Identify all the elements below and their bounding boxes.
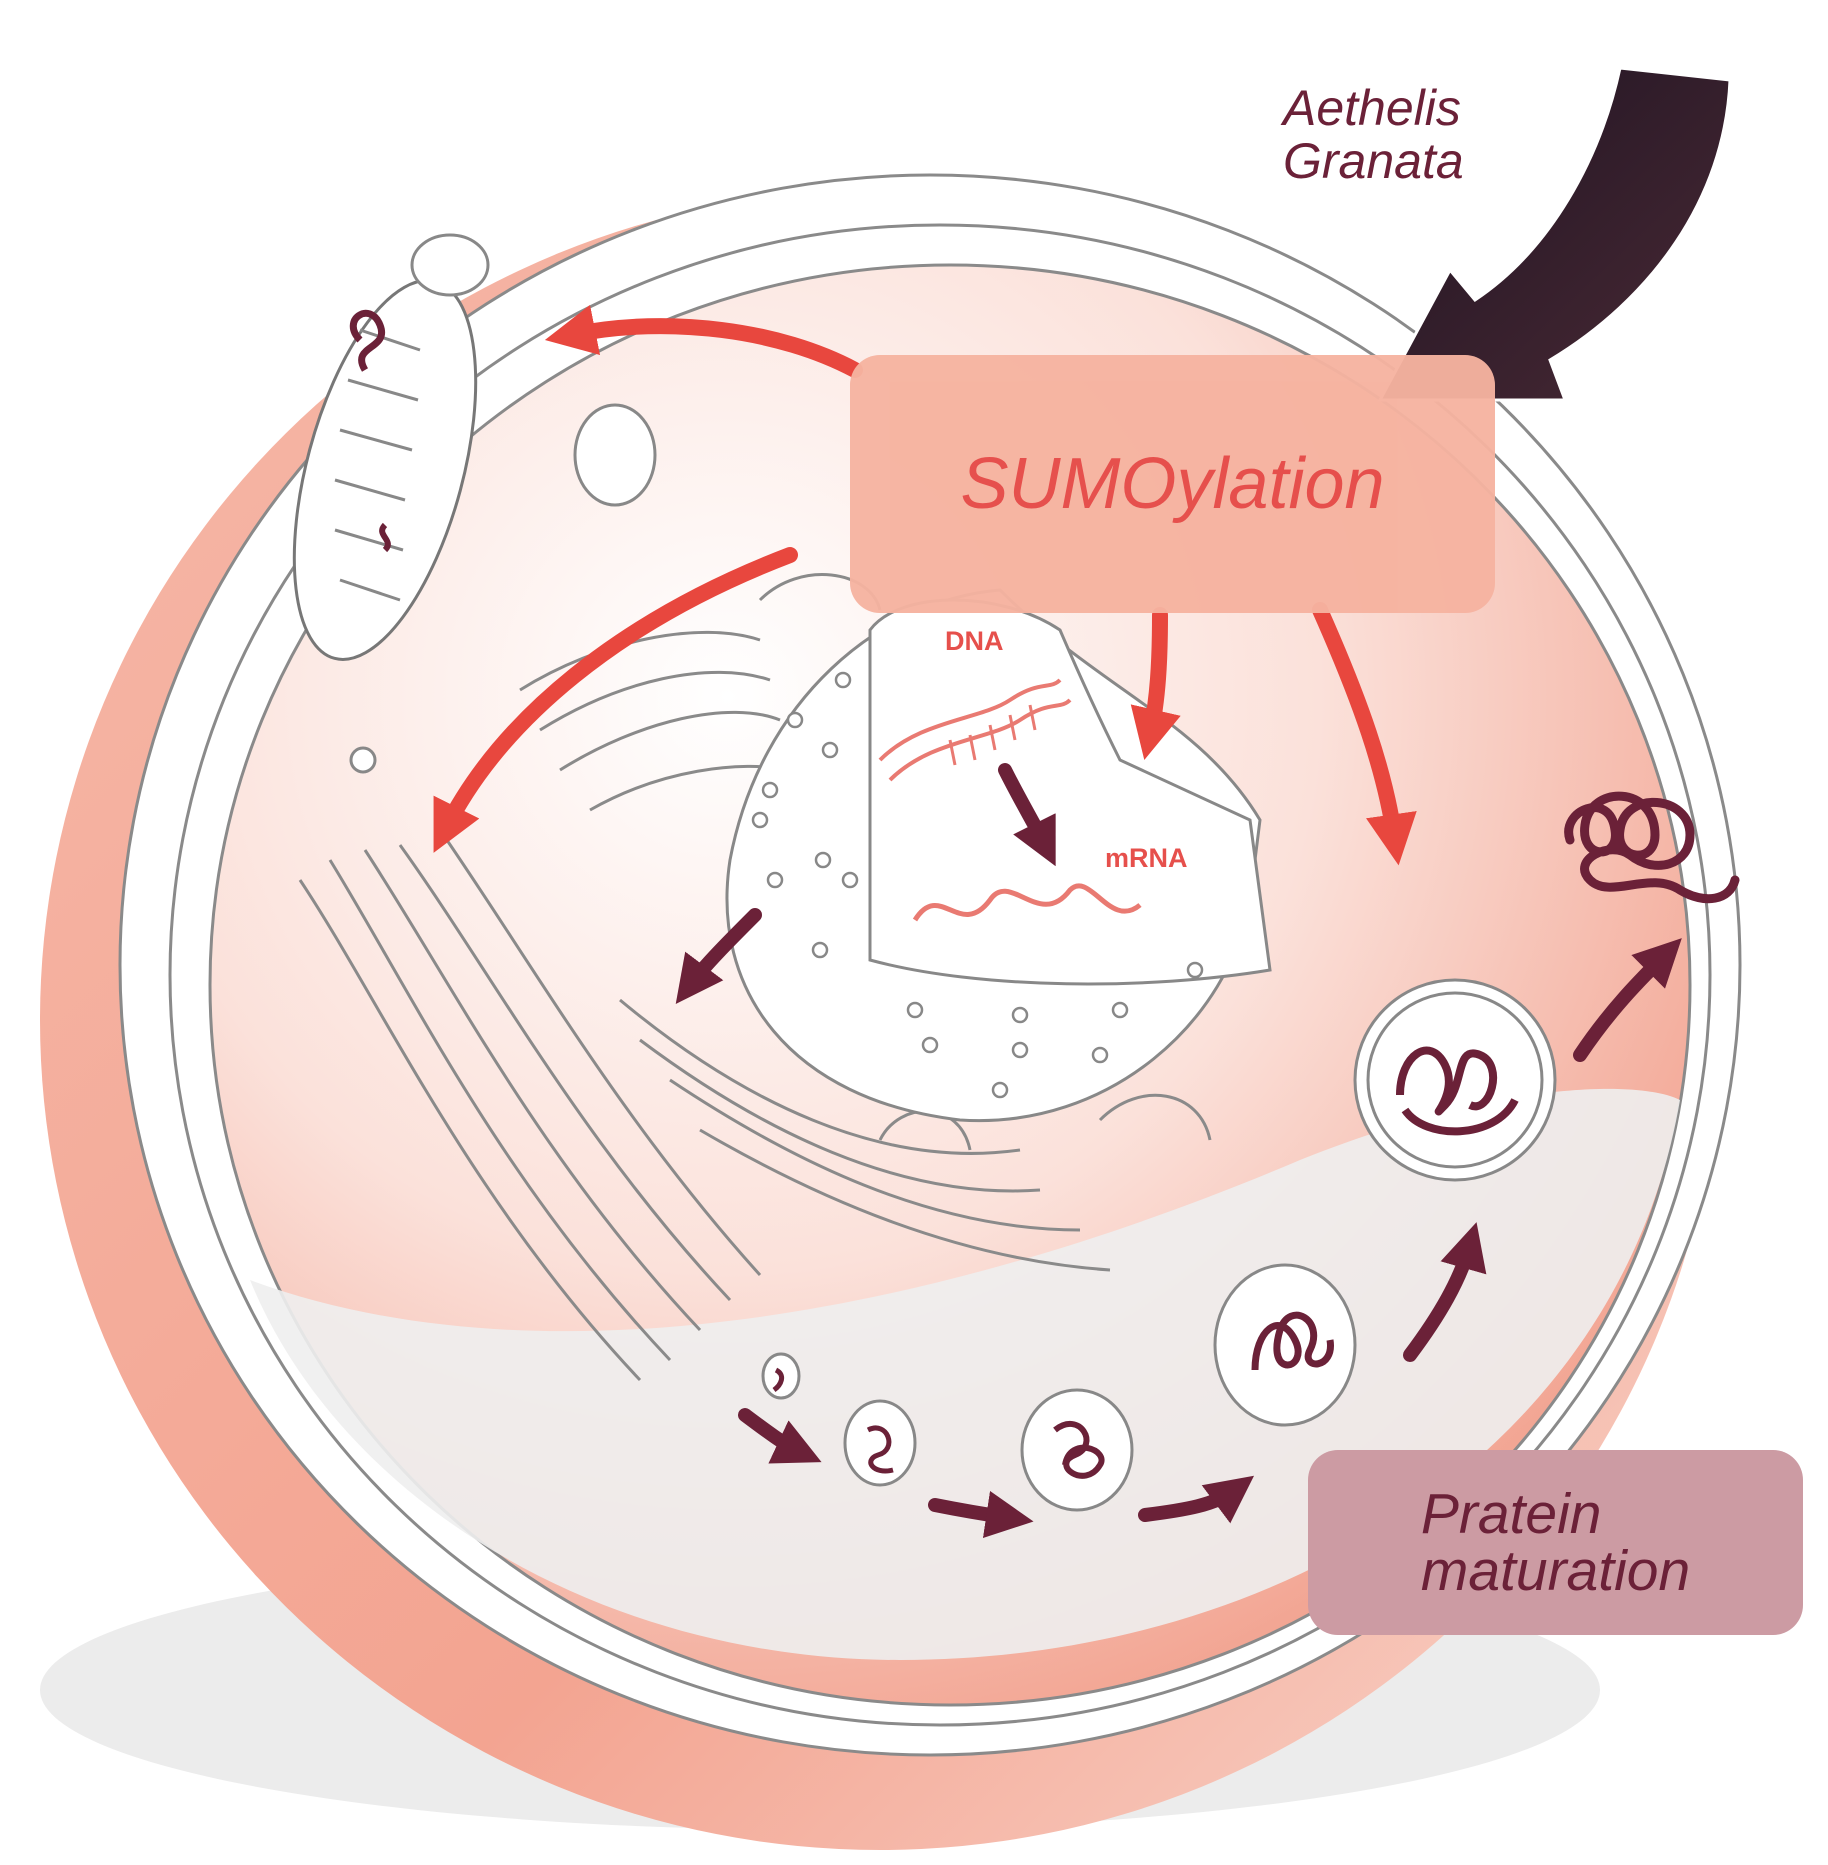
protein-maturation-label: Pratein maturation [1420, 1481, 1691, 1603]
mrna-strand [912, 883, 1142, 922]
red-arrow-icon [433, 304, 1417, 866]
mature-protein [1564, 791, 1740, 904]
vesicle [573, 403, 657, 507]
vesicle-series [761, 978, 1557, 1512]
species-line-1: Aethelis [1283, 80, 1461, 136]
species-line-2: Granata [1283, 132, 1464, 189]
vesicle [349, 746, 377, 774]
protein-maturation-line-1: Pratein [1420, 1481, 1602, 1546]
dna-helix [878, 678, 1062, 762]
black-input-arrow-icon [1377, 66, 1732, 402]
dna-label: DNA [945, 626, 1004, 656]
protein-maturation-line-2: maturation [1420, 1538, 1691, 1603]
vesicle [410, 233, 490, 297]
mrna-label: mRNA [1105, 843, 1188, 873]
endoplasmic-reticulum [298, 573, 1212, 1382]
protein-maturation-box: Pratein maturation [1308, 1450, 1803, 1635]
sumoylation-label: SUMOylation [960, 444, 1385, 524]
species-label: Aethelis Granata [1283, 82, 1464, 187]
maroon-arrow-icon [675, 763, 1682, 1539]
sumoylation-box: SUMOylation [850, 355, 1495, 613]
nucleus [725, 588, 1272, 1123]
